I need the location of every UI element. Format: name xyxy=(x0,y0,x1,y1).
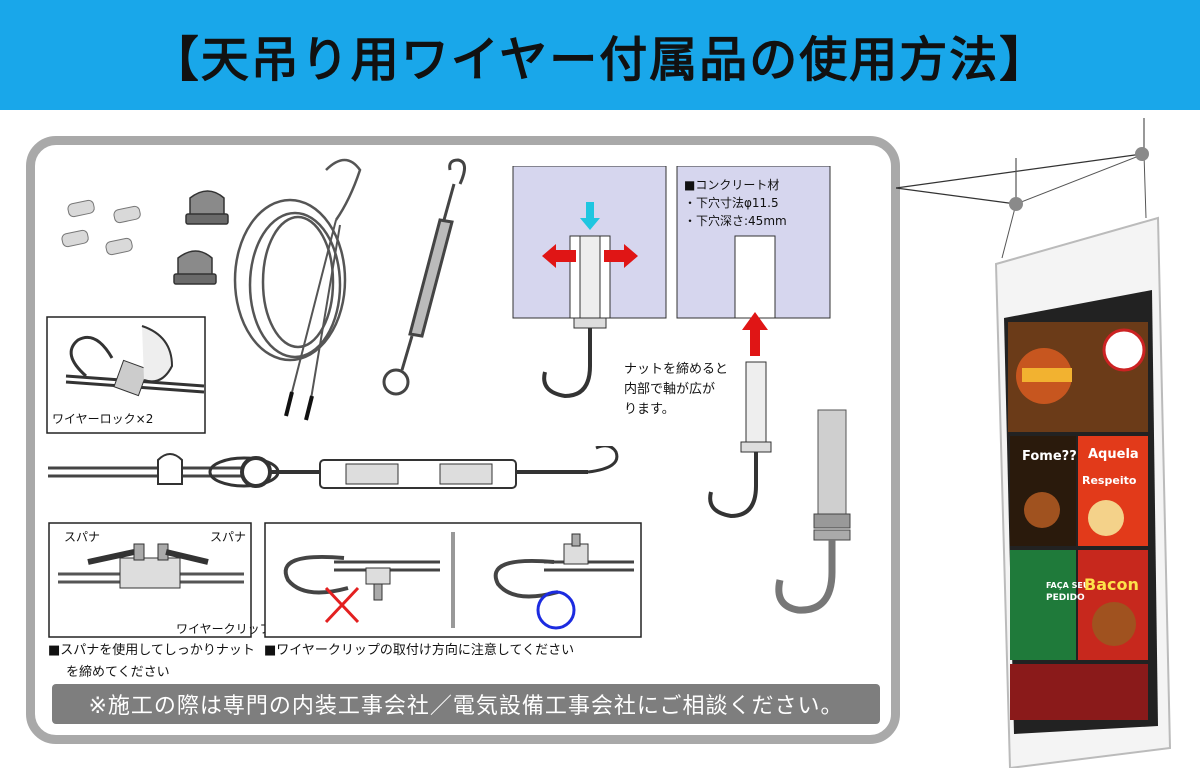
spanner-box xyxy=(48,522,252,638)
tile-pedido-text: PEDIDO xyxy=(1046,593,1085,603)
direction-note: ■ワイヤークリップの取付け方向に注意してください xyxy=(264,643,575,658)
concrete-hole-depth: ・下穴深さ:45mm xyxy=(684,214,787,228)
wire-clip-parts xyxy=(173,190,229,285)
wire-lock-sleeves xyxy=(61,199,141,256)
tile-respeito-text: Respeito xyxy=(1082,474,1137,487)
tile-pedido xyxy=(1010,550,1076,660)
wire-clip-label: ワイヤークリップ xyxy=(176,622,272,636)
footer-notice-text: ※施工の際は専門の内装工事会社／電気設備工事会社にご相談ください。 xyxy=(88,694,844,719)
anchor-diagram xyxy=(512,166,831,519)
tile-bacon-text: Bacon xyxy=(1084,575,1139,594)
concrete-title: ■コンクリート材 xyxy=(684,178,780,192)
circle-mark-icon xyxy=(536,590,576,630)
assembly-diagram xyxy=(48,446,619,489)
page-title: 【天吊り用ワイヤー付属品の使用方法】 xyxy=(150,32,1050,88)
wire-tips xyxy=(284,391,314,421)
anchor-note-line2: 内部で軸が広が xyxy=(624,382,716,397)
spanner-note-line1: ■スパナを使用してしっかりナット xyxy=(48,643,255,658)
spanner-left-label: スパナ xyxy=(64,530,101,544)
direction-box xyxy=(264,522,642,638)
ceiling-anchor-icon xyxy=(1135,147,1149,161)
anchor-note: ナットを締めると 内部で軸が広が ります。 xyxy=(624,360,728,420)
ceiling-anchor-icon xyxy=(1009,197,1023,211)
title-banner: 【天吊り用ワイヤー付属品の使用方法】 xyxy=(0,0,1200,110)
hanging-signage-illustration: Fome?? Aquela Respeito FAÇA SEU PEDIDO B… xyxy=(896,118,1172,768)
turnbuckle xyxy=(382,158,466,396)
spanner-right-label: スパナ xyxy=(210,530,247,544)
tile-faca-text: FAÇA SEU xyxy=(1046,581,1089,590)
wire-lock-detail xyxy=(46,316,206,434)
concrete-hole-size: ・下穴寸法φ11.5 xyxy=(684,196,779,210)
tile-fome-text: Fome?? xyxy=(1022,449,1077,464)
cross-mark-icon xyxy=(324,586,360,624)
parts-illustrations xyxy=(61,158,466,421)
wire-coil xyxy=(233,158,362,406)
anchor-note-line3: ります。 xyxy=(624,402,675,417)
anchor-note-line1: ナットを締めると xyxy=(624,362,729,377)
spanner-note: ■スパナを使用してしっかりナット を締めてください xyxy=(48,640,255,684)
footer-notice: ※施工の際は専門の内装工事会社／電気設備工事会社にご相談ください。 xyxy=(52,684,880,724)
anchor-bolt-photo xyxy=(775,409,851,614)
tile-aquela-text: Aquela xyxy=(1088,447,1139,462)
wire-lock-label: ワイヤーロック×2 xyxy=(52,412,154,426)
spanner-note-line2: を締めてください xyxy=(66,665,170,680)
